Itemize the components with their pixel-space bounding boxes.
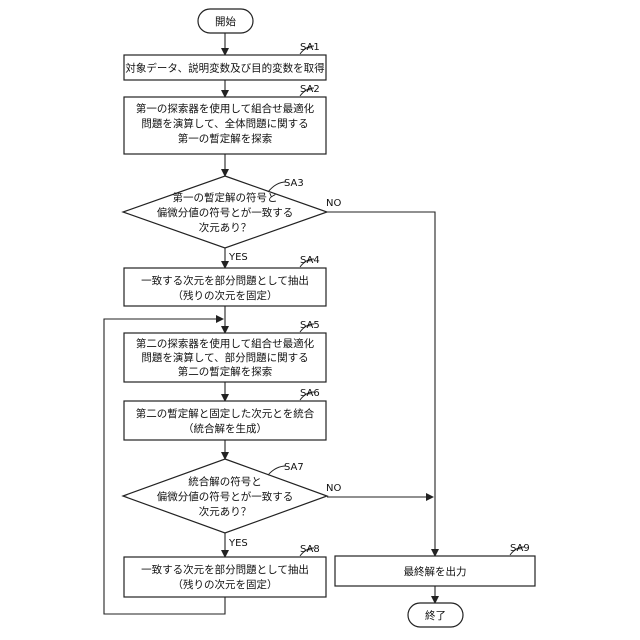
step-sa5-id: SA5 <box>300 320 320 331</box>
step-sa6-line-2: （統合解を生成） <box>183 422 267 435</box>
step-sa5-line-1: 第二の探索器を使用して組合せ最適化 <box>136 337 315 350</box>
start-label: 開始 <box>215 15 236 28</box>
step-sa5-line-3: 第二の暫定解を探索 <box>178 365 273 378</box>
step-sa6-id: SA6 <box>300 388 320 399</box>
decision-sa3-id: SA3 <box>284 178 304 189</box>
decision-sa7: 統合解の符号と 偏微分値の符号とが一致する 次元あり？ SA7 YES NO <box>123 459 341 549</box>
step-sa2-line-1: 第一の探索器を使用して組合せ最適化 <box>136 102 315 115</box>
step-sa9-line-1: 最終解を出力 <box>404 565 467 578</box>
step-sa9-id: SA9 <box>510 543 530 554</box>
decision-sa7-line-2: 偏微分値の符号とが一致する <box>157 490 294 503</box>
step-sa4-id: SA4 <box>300 255 320 266</box>
start-terminal: 開始 <box>198 9 253 33</box>
step-sa4-line-2: （残りの次元を固定） <box>173 289 278 302</box>
end-terminal: 終了 <box>408 603 463 627</box>
step-sa1-line-1: 対象データ、説明変数及び目的変数を取得 <box>125 62 324 75</box>
end-label: 終了 <box>425 609 446 622</box>
step-sa1-id: SA1 <box>300 42 320 53</box>
step-sa4-line-1: 一致する次元を部分問題として抽出 <box>141 274 309 287</box>
step-sa2-id: SA2 <box>300 84 320 95</box>
step-sa8-line-1: 一致する次元を部分問題として抽出 <box>141 563 309 576</box>
decision-sa3: 第一の暫定解の符号と 偏微分値の符号とが一致する 次元あり？ SA3 YES N… <box>123 176 341 263</box>
decision-sa3-yes-label: YES <box>228 252 248 263</box>
decision-sa7-yes-label: YES <box>228 538 248 549</box>
step-sa5-line-2: 問題を演算して、部分問題に関する <box>141 351 308 364</box>
decision-sa3-line-3: 次元あり？ <box>199 221 252 234</box>
decision-sa3-line-2: 偏微分値の符号とが一致する <box>157 206 294 219</box>
step-sa8-id: SA8 <box>300 544 320 555</box>
decision-sa7-no-label: NO <box>326 483 341 494</box>
edge-sa3-no-sa9 <box>327 212 435 556</box>
step-sa2-line-3: 第一の暫定解を探索 <box>178 132 273 145</box>
step-sa6-line-1: 第二の暫定解と固定した次元とを統合 <box>136 407 315 420</box>
step-sa8-line-2: （残りの次元を固定） <box>173 578 278 591</box>
decision-sa3-line-1: 第一の暫定解の符号と <box>173 191 278 204</box>
decision-sa7-id: SA7 <box>284 462 304 473</box>
decision-sa3-no-label: NO <box>326 198 341 209</box>
step-sa2-line-2: 問題を演算して、全体問題に関する <box>141 117 308 130</box>
decision-sa7-line-3: 次元あり？ <box>199 505 252 518</box>
decision-sa7-line-1: 統合解の符号と <box>188 475 262 488</box>
